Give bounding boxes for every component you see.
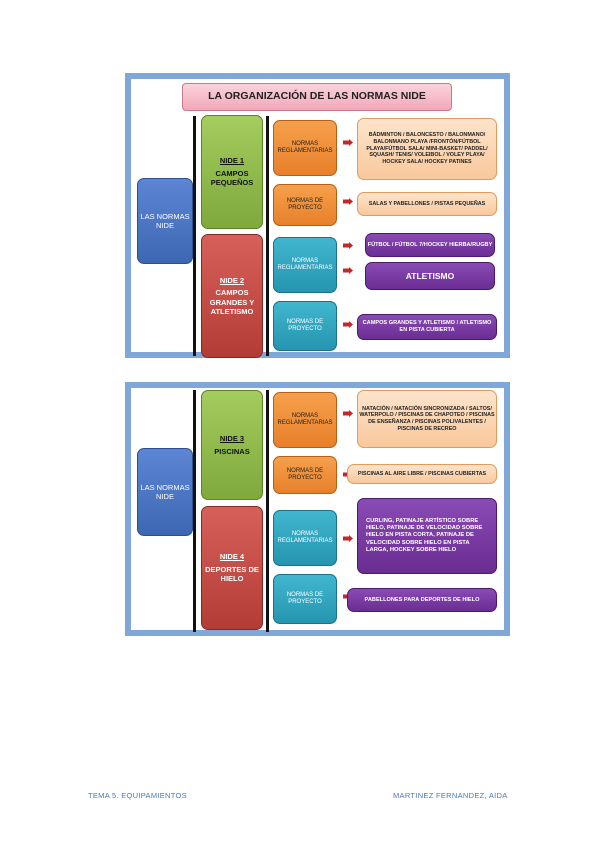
- nide-2-subtitle: CAMPOS GRANDES Y ATLETISMO: [209, 288, 255, 316]
- nide-2-box: NIDE 2 CAMPOS GRANDES Y ATLETISMO: [201, 234, 263, 358]
- nide-3-normas-reglamentarias: NORMAS REGLAMENTARIAS: [273, 392, 337, 448]
- divider-line: [266, 116, 269, 356]
- root-las-normas-nide: LAS NORMAS NIDE: [137, 448, 193, 536]
- divider-line: [266, 390, 269, 632]
- nide-2-reglamentarias-detail-2: ATLETISMO: [365, 262, 495, 290]
- arrow-icon: [343, 321, 353, 328]
- nide-3-box: NIDE 3 PISCINAS: [201, 390, 263, 500]
- nide-3-reglamentarias-detail: NATACIÓN / NATACIÓN SINCRONIZADA / SALTO…: [357, 390, 497, 448]
- arrow-icon: [343, 139, 353, 146]
- nide-3-proyecto-detail: PISCINAS AL AIRE LIBRE / PISCINAS CUBIER…: [347, 464, 497, 484]
- root-las-normas-nide: LAS NORMAS NIDE: [137, 178, 193, 264]
- nide-4-subtitle: DEPORTES DE HIELO: [205, 564, 259, 584]
- nide-4-title: NIDE 4: [219, 552, 245, 562]
- nide-1-subtitle: CAMPOS PEQUEÑOS: [210, 168, 254, 188]
- nide-1-reglamentarias-detail: BÁDMINTON / BALONCESTO / BALONMANO/ BALO…: [357, 118, 497, 180]
- diagram-panel-1: LA ORGANIZACIÓN DE LAS NORMAS NIDE LAS N…: [125, 73, 510, 358]
- nide-3-subtitle: PISCINAS: [214, 446, 250, 456]
- divider-line: [193, 116, 196, 356]
- nide-3-normas-proyecto: NORMAS DE PROYECTO: [273, 456, 337, 494]
- nide-2-proyecto-detail: CAMPOS GRANDES Y ATLETISMO / ATLETISMO E…: [357, 314, 497, 340]
- divider-line: [193, 390, 196, 632]
- arrow-icon: [343, 267, 353, 274]
- nide-2-reglamentarias-detail-1: FÚTBOL / FÚTBOL 7/HOCKEY HIERBA/RUGBY: [365, 233, 495, 257]
- nide-4-normas-reglamentarias: NORMAS REGLAMENTARIAS: [273, 510, 337, 566]
- nide-4-reglamentarias-detail: CURLING, PATINAJE ARTÍSTICO SOBRE HIELO,…: [357, 498, 497, 574]
- nide-2-normas-proyecto: NORMAS DE PROYECTO: [273, 301, 337, 351]
- arrow-icon: [343, 535, 353, 542]
- nide-3-title: NIDE 3: [219, 434, 245, 444]
- nide-1-proyecto-detail: SALAS Y PABELLONES / PISTAS PEQUEÑAS: [357, 192, 497, 216]
- nide-1-box: NIDE 1 CAMPOS PEQUEÑOS: [201, 115, 263, 229]
- nide-1-normas-reglamentarias: NORMAS REGLAMENTARIAS: [273, 120, 337, 176]
- nide-1-normas-proyecto: NORMAS DE PROYECTO: [273, 184, 337, 226]
- nide-1-title: NIDE 1: [219, 156, 245, 166]
- arrow-icon: [343, 410, 353, 417]
- nide-2-title: NIDE 2: [219, 275, 245, 285]
- arrow-icon: [343, 198, 353, 205]
- footer-left: TEMA 5. EQUIPAMIENTOS: [88, 791, 187, 800]
- nide-2-normas-reglamentarias: NORMAS REGLAMENTARIAS: [273, 237, 337, 293]
- nide-4-proyecto-detail: PABELLONES PARA DEPORTES DE HIELO: [347, 588, 497, 612]
- arrow-icon: [343, 242, 353, 249]
- nide-4-box: NIDE 4 DEPORTES DE HIELO: [201, 506, 263, 630]
- nide-4-normas-proyecto: NORMAS DE PROYECTO: [273, 574, 337, 624]
- diagram-panel-2: LAS NORMAS NIDE NIDE 3 PISCINAS NIDE 4 D…: [125, 382, 510, 636]
- footer-right: MARTINEZ FERNANDEZ, AIDA: [393, 791, 508, 800]
- diagram-title: LA ORGANIZACIÓN DE LAS NORMAS NIDE: [182, 83, 452, 111]
